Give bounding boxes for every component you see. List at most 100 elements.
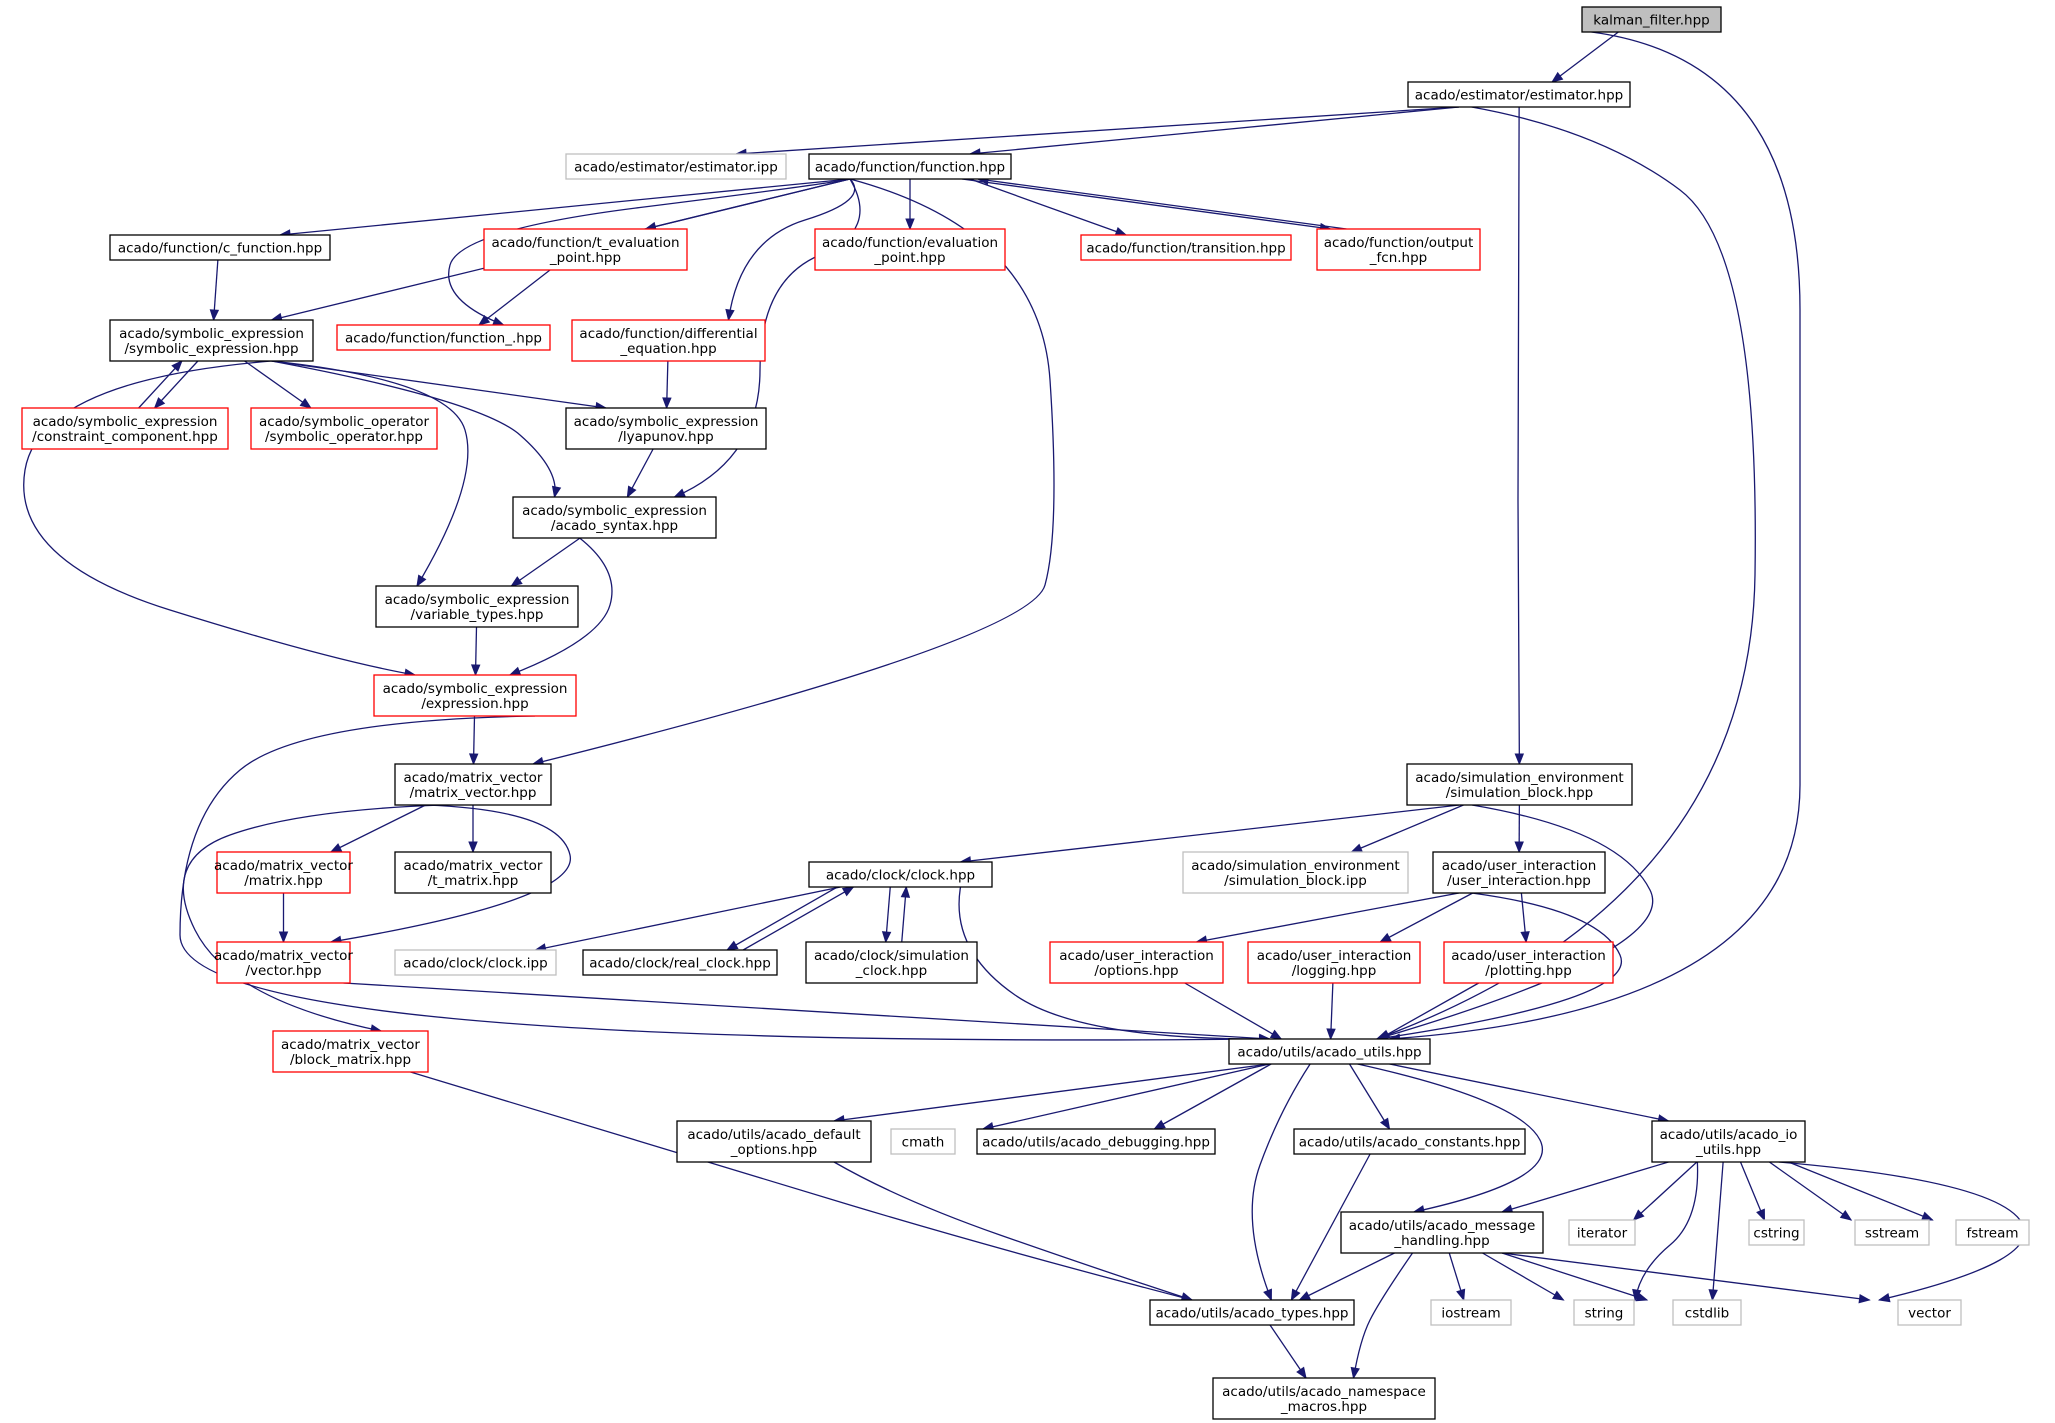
node-box[interactable] — [1897, 1299, 1962, 1326]
node-iostream[interactable]: iostream — [1430, 1299, 1512, 1326]
node-box[interactable] — [1407, 81, 1631, 108]
node-box[interactable] — [565, 407, 767, 450]
node-box[interactable] — [814, 228, 1006, 271]
node-symbolic_operator[interactable]: acado/symbolic_operator/symbolic_operato… — [250, 407, 438, 450]
node-box[interactable] — [1672, 1299, 1742, 1326]
node-acado_utils[interactable]: acado/utils/acado_utils.hpp — [1228, 1038, 1431, 1065]
node-constraint_comp[interactable]: acado/symbolic_expression/constraint_com… — [21, 407, 229, 450]
node-box[interactable] — [805, 941, 978, 984]
node-cstdlib[interactable]: cstdlib — [1672, 1299, 1742, 1326]
node-c_function[interactable]: acado/function/c_function.hpp — [109, 234, 331, 261]
node-clock_ipp[interactable]: acado/clock/clock.ipp — [394, 949, 557, 976]
node-expression[interactable]: acado/symbolic_expression/expression.hpp — [373, 674, 577, 717]
node-box[interactable] — [1406, 763, 1633, 806]
node-logging[interactable]: acado/user_interaction/logging.hpp — [1247, 941, 1421, 984]
node-sstream[interactable]: sstream — [1854, 1219, 1930, 1246]
node-matrix[interactable]: acado/matrix_vector/matrix.hpp — [214, 851, 353, 894]
node-kalman[interactable]: kalman_filter.hpp — [1581, 6, 1722, 33]
node-debugging[interactable]: acado/utils/acado_debugging.hpp — [976, 1128, 1216, 1155]
node-block_matrix[interactable]: acado/matrix_vector/block_matrix.hpp — [272, 1030, 429, 1073]
node-box[interactable] — [21, 407, 229, 450]
node-variable_types[interactable]: acado/symbolic_expression/variable_types… — [375, 585, 579, 628]
node-box[interactable] — [394, 851, 552, 894]
node-box[interactable] — [1443, 941, 1614, 984]
node-function_hpp[interactable]: acado/function/function.hpp — [808, 153, 1012, 180]
node-vector_std[interactable]: vector — [1897, 1299, 1962, 1326]
node-lyapunov[interactable]: acado/symbolic_expression/lyapunov.hpp — [565, 407, 767, 450]
node-matrix_vector[interactable]: acado/matrix_vector/matrix_vector.hpp — [394, 763, 552, 806]
node-user_interaction[interactable]: acado/user_interaction/user_interaction.… — [1432, 851, 1606, 894]
node-box[interactable] — [394, 763, 552, 806]
node-box[interactable] — [1228, 1038, 1431, 1065]
node-fstream[interactable]: fstream — [1955, 1219, 2030, 1246]
node-box[interactable] — [1316, 228, 1481, 271]
node-cmath[interactable]: cmath — [890, 1128, 956, 1155]
node-estimator_hpp[interactable]: acado/estimator/estimator.hpp — [1407, 81, 1631, 108]
node-io_utils[interactable]: acado/utils/acado_io_utils.hpp — [1651, 1120, 1806, 1163]
node-string[interactable]: string — [1573, 1299, 1635, 1326]
node-box[interactable] — [582, 949, 778, 976]
node-message_handling[interactable]: acado/utils/acado_message_handling.hpp — [1340, 1211, 1544, 1254]
node-box[interactable] — [250, 407, 438, 450]
node-box[interactable] — [375, 585, 579, 628]
node-function_[interactable]: acado/function/function_.hpp — [336, 324, 551, 351]
node-box[interactable] — [394, 949, 557, 976]
node-output_fcn[interactable]: acado/function/output_fcn.hpp — [1316, 228, 1481, 271]
node-vector[interactable]: acado/matrix_vector/vector.hpp — [214, 941, 353, 984]
node-box[interactable] — [1748, 1219, 1805, 1246]
node-box[interactable] — [1247, 941, 1421, 984]
node-plotting[interactable]: acado/user_interaction/plotting.hpp — [1443, 941, 1614, 984]
node-eval_point[interactable]: acado/function/evaluation_point.hpp — [814, 228, 1006, 271]
node-box[interactable] — [109, 319, 314, 362]
node-diff_eq[interactable]: acado/function/differential_equation.hpp — [571, 319, 766, 362]
node-box[interactable] — [1212, 1377, 1436, 1420]
node-box[interactable] — [216, 941, 351, 984]
node-box[interactable] — [336, 324, 551, 351]
node-box[interactable] — [1955, 1219, 2030, 1246]
node-box[interactable] — [512, 496, 717, 539]
node-symbolic_expression[interactable]: acado/symbolic_expression/symbolic_expre… — [109, 319, 314, 362]
node-box[interactable] — [1182, 851, 1409, 894]
node-box[interactable] — [1854, 1219, 1930, 1246]
node-box[interactable] — [1080, 234, 1292, 261]
node-box[interactable] — [1149, 1299, 1355, 1326]
node-box[interactable] — [976, 1128, 1216, 1155]
node-box[interactable] — [1432, 851, 1606, 894]
node-estimator_ipp[interactable]: acado/estimator/estimator.ipp — [565, 153, 787, 180]
node-cstring[interactable]: cstring — [1748, 1219, 1805, 1246]
node-box[interactable] — [1568, 1219, 1636, 1246]
node-real_clock[interactable]: acado/clock/real_clock.hpp — [582, 949, 778, 976]
node-box[interactable] — [373, 674, 577, 717]
node-acado_types[interactable]: acado/utils/acado_types.hpp — [1149, 1299, 1355, 1326]
node-transition[interactable]: acado/function/transition.hpp — [1080, 234, 1292, 261]
node-box[interactable] — [1573, 1299, 1635, 1326]
node-box[interactable] — [272, 1030, 429, 1073]
node-box[interactable] — [1430, 1299, 1512, 1326]
node-box[interactable] — [1293, 1128, 1526, 1155]
node-t_eval_point[interactable]: acado/function/t_evaluation_point.hpp — [483, 228, 688, 271]
node-box[interactable] — [1049, 941, 1224, 984]
node-box[interactable] — [808, 153, 1012, 180]
node-box[interactable] — [483, 228, 688, 271]
node-namespace_macros[interactable]: acado/utils/acado_namespace_macros.hpp — [1212, 1377, 1436, 1420]
node-box[interactable] — [676, 1120, 872, 1163]
node-iterator[interactable]: iterator — [1568, 1219, 1636, 1246]
node-default_options[interactable]: acado/utils/acado_default_options.hpp — [676, 1120, 872, 1163]
node-options[interactable]: acado/user_interaction/options.hpp — [1049, 941, 1224, 984]
node-clock_hpp[interactable]: acado/clock/clock.hpp — [808, 861, 993, 888]
node-box[interactable] — [1340, 1211, 1544, 1254]
node-sim_block_ipp[interactable]: acado/simulation_environment/simulation_… — [1182, 851, 1409, 894]
node-box[interactable] — [571, 319, 766, 362]
node-box[interactable] — [565, 153, 787, 180]
node-sim_clock[interactable]: acado/clock/simulation_clock.hpp — [805, 941, 978, 984]
node-box[interactable] — [109, 234, 331, 261]
node-box[interactable] — [1651, 1120, 1806, 1163]
node-constants[interactable]: acado/utils/acado_constants.hpp — [1293, 1128, 1526, 1155]
node-box[interactable] — [808, 861, 993, 888]
node-t_matrix[interactable]: acado/matrix_vector/t_matrix.hpp — [394, 851, 552, 894]
node-box[interactable] — [216, 851, 351, 894]
node-box[interactable] — [1581, 6, 1722, 33]
node-acado_syntax[interactable]: acado/symbolic_expression/acado_syntax.h… — [512, 496, 717, 539]
node-box[interactable] — [890, 1128, 956, 1155]
node-sim_block[interactable]: acado/simulation_environment/simulation_… — [1406, 763, 1633, 806]
